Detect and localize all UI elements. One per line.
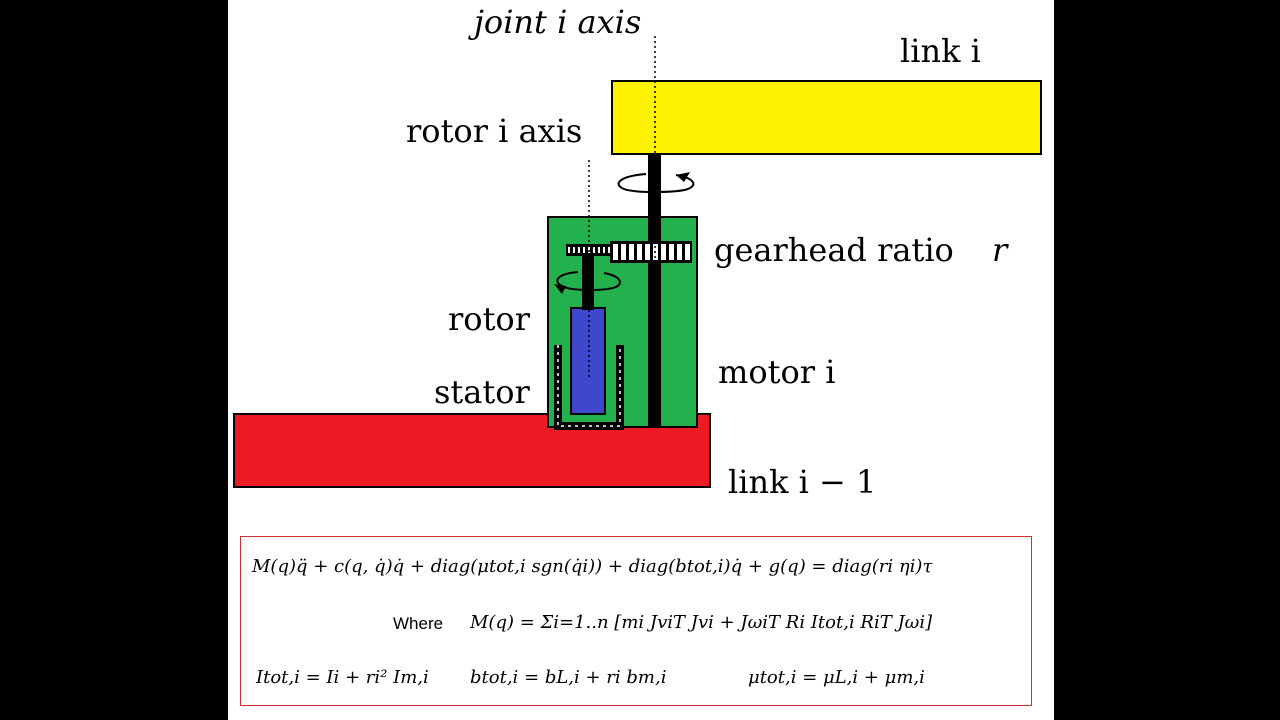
rotor-shaft [582,254,594,310]
damping-equation: btot,i = bL,i + ri bm,i [470,667,667,688]
equation-box [240,536,1032,706]
joint-rotation-arrow [617,173,695,193]
mass-matrix-equation: M(q) = Σi=1..n [mi JviT Jvi + JωiT Ri It… [470,612,933,633]
link-i-label: link i [900,32,981,70]
link-i-bar [611,80,1042,155]
output-shaft [648,154,661,426]
joint-rotation-arrowhead [676,172,690,182]
stator-label: stator [434,373,530,411]
gearhead-symbol: r [992,231,1009,269]
friction-equation: μtot,i = μL,i + μm,i [748,667,925,688]
link-prev-label: link i − 1 [728,463,876,501]
dynamics-equation: M(q)q̈ + c(q, q̇)q̇ + diag(μtot,i sgn(q̇… [252,556,933,577]
stator-highlight [557,345,621,427]
motor-label: motor i [718,353,835,391]
where-label: Where [393,614,444,633]
rotor-axis-label: rotor i axis [406,112,582,150]
inertia-equation: Itot,i = Ii + ri² Im,i [256,667,429,688]
rotor-rotation-arrow [556,271,621,291]
rotor-block [570,307,606,415]
rotor-rotation-arrowhead [554,284,566,294]
rotor-label: rotor [448,300,531,338]
joint-axis-label: joint i axis [468,3,641,41]
gearhead-label: gearhead ratio [714,231,954,269]
